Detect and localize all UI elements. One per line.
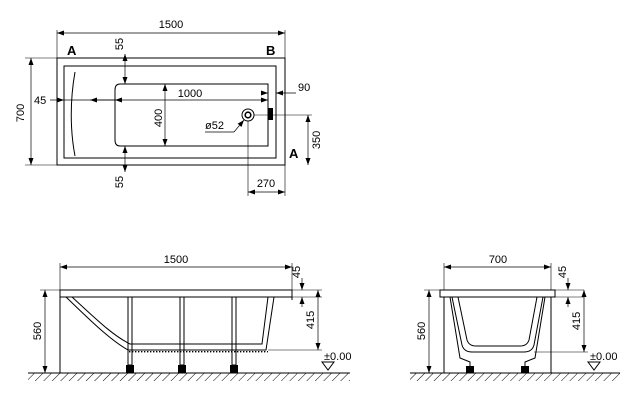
dim-side-depth: 415	[305, 311, 317, 329]
floor-hatch-end	[410, 373, 620, 381]
drain-outer	[241, 108, 255, 122]
side-legs	[126, 296, 238, 373]
level-symbol-side	[321, 361, 335, 371]
dim-rim-right: 90	[298, 82, 310, 94]
end-frame	[449, 296, 546, 368]
side-rim	[59, 289, 293, 298]
dim-overall-width: 700	[15, 104, 27, 122]
end-foot-left	[466, 366, 474, 373]
section-marker-a-top: A	[67, 43, 77, 58]
tub-outline	[56, 57, 286, 166]
level-symbol-end	[587, 361, 601, 371]
side-foot-3	[230, 365, 238, 373]
side-foot-1	[126, 365, 134, 373]
side-tub-body	[65, 296, 275, 351]
dim-inner-width: 400	[153, 109, 165, 127]
section-marker-a-side: A	[289, 146, 299, 161]
dim-drain-offset-y: 350	[311, 131, 323, 149]
side-leg-1	[127, 296, 133, 366]
dim-end-floor-level: ±0.00	[590, 351, 617, 363]
side-tub-base	[128, 350, 268, 353]
tub-rim-inner	[63, 65, 277, 159]
dim-drain-offset-x: 270	[257, 178, 275, 190]
tub-basin	[114, 83, 269, 147]
end-rim	[439, 289, 556, 298]
dim-rim-left: 45	[34, 95, 46, 107]
side-leg-3	[231, 296, 237, 366]
side-view: 1500 560 45 415 ±0.00	[28, 254, 351, 381]
dim-end-width: 700	[489, 254, 507, 266]
dim-side-rim: 45	[291, 266, 303, 278]
dim-side-height: 560	[32, 322, 44, 340]
dim-end-rim: 45	[557, 266, 569, 278]
dim-drain-diameter: ø52	[205, 120, 224, 132]
end-tub-body	[451, 296, 544, 353]
end-view: 700 560 45 415 ±0.00	[410, 254, 620, 381]
floor-hatch-side	[28, 373, 350, 381]
top-view: 1500 700 55 55 45 1000 400 90 ø52	[15, 19, 323, 196]
dim-rim-bottom: 55	[114, 176, 126, 188]
leader-drain-diameter	[233, 119, 245, 133]
dim-end-height: 560	[416, 322, 428, 340]
end-foot-right	[521, 366, 529, 373]
section-marker-b-top: B	[266, 43, 275, 58]
dim-inner-length: 1000	[178, 88, 202, 100]
tub-back-curve	[70, 71, 76, 157]
end-tub-inner	[457, 296, 538, 347]
dim-rim-top: 55	[114, 38, 126, 50]
dim-overall-length: 1500	[159, 19, 183, 31]
side-leg-2	[179, 296, 185, 366]
dim-end-depth: 415	[571, 312, 583, 330]
drain-inner	[244, 111, 252, 119]
side-tub-inner	[71, 296, 269, 345]
dim-side-floor-level: ±0.00	[324, 351, 351, 363]
overflow-fitting	[268, 108, 273, 120]
dim-side-length: 1500	[164, 254, 188, 266]
side-foot-2	[178, 365, 186, 373]
